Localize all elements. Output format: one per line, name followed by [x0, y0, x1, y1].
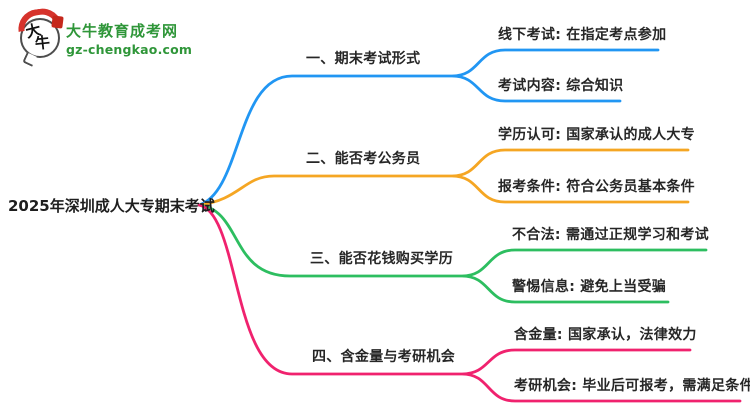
- root-node: 2025年深圳成人大专期末考试: [8, 197, 215, 215]
- branch-3-child-1: 不合法: 需通过正规学习和考试: [512, 227, 709, 243]
- branch-4-child-1: 含金量: 国家承认，法律效力: [514, 327, 697, 343]
- branch-3-label: 三、能否花钱购买学历: [310, 251, 453, 267]
- branch-1-child-2: 考试内容: 综合知识: [498, 78, 624, 94]
- logo-character-2: 牛: [34, 33, 51, 53]
- branch-2-label: 二、能否考公务员: [306, 151, 421, 167]
- logo-red-seal-icon: [51, 15, 64, 29]
- branch-2-child-2: 报考条件: 符合公务员基本条件: [498, 179, 695, 195]
- branch-1-label: 一、期末考试形式: [306, 51, 421, 67]
- branch-1-child-1: 线下考试: 在指定考点参加: [498, 27, 667, 43]
- site-logo[interactable]: 大 牛 大牛教育成考网 gz-chengkao.com: [14, 6, 274, 67]
- logo-bubble-circle: [20, 18, 60, 58]
- branch-4-label: 四、含金量与考研机会: [312, 349, 455, 365]
- branch-2-child-1: 学历认可: 国家承认的成人大专: [498, 127, 695, 143]
- logo-speech-bubble-icon: 大 牛: [15, 6, 66, 67]
- branch-4-child-2: 考研机会: 毕业后可报考，需满足条件: [514, 378, 750, 394]
- site-domain: gz-chengkao.com: [66, 42, 193, 57]
- site-name: 大牛教育成考网: [66, 22, 179, 40]
- branch-3-child-2: 警惕信息: 避免上当受骗: [512, 279, 667, 295]
